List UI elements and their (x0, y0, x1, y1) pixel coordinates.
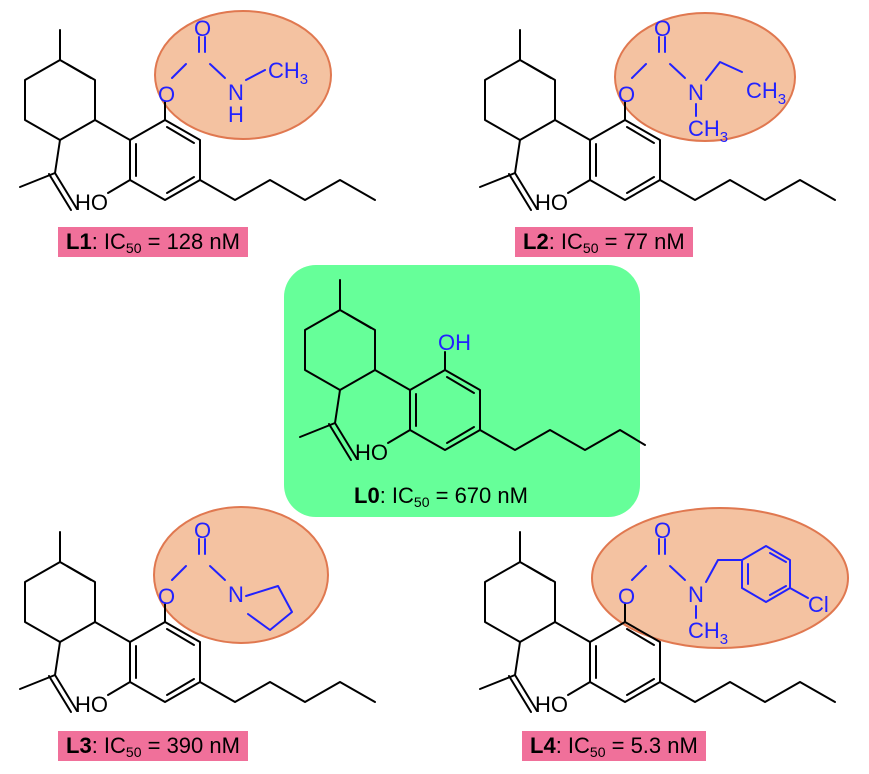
l1-ic-sub: 50 (125, 240, 142, 256)
l4-o-carbonyl: O (654, 518, 671, 543)
l0-oh-atom: OH (438, 330, 471, 355)
l2-ic-value: = 77 nM (598, 229, 685, 254)
l4-ic50-label: L4: IC50 = 5.3 nM (522, 731, 706, 761)
l0-ic-prefix: : IC (379, 483, 414, 508)
center-highlight-box (284, 265, 640, 517)
l1-h-atom: H (228, 102, 244, 127)
l1-o-ester: O (158, 82, 175, 107)
molecule-l4: HO O O N Cl CH3 (479, 518, 836, 717)
l4-o-ester: O (618, 584, 635, 609)
l2-o-carbonyl: O (654, 16, 671, 41)
l3-ho-atom: HO (75, 692, 108, 717)
l1-o-carbonyl: O (194, 16, 211, 41)
l2-ho-atom: HO (535, 190, 568, 215)
l3-ic50-label: L3: IC50 = 390 nM (58, 731, 248, 761)
l1-ho-atom: HO (75, 190, 108, 215)
l4-ic-prefix: : IC (555, 733, 590, 758)
l4-compound-id: L4 (530, 733, 556, 758)
molecule-l2: HO O O N CH3 CH3 (479, 16, 836, 215)
l3-pyrrolidine-ring (245, 585, 293, 631)
l0-ho-atom: HO (355, 440, 388, 465)
l2-n-atom: N (688, 80, 704, 105)
l1-n-atom: N (228, 80, 244, 105)
l1-ic-value: = 128 nM (141, 229, 240, 254)
molecule-l0: HO OH (299, 279, 646, 465)
l1-ic-prefix: : IC (91, 229, 126, 254)
l0-ic-value: = 670 nM (429, 483, 528, 508)
l4-ch3-atom: CH3 (688, 618, 728, 648)
l0-compound-id: L0 (354, 483, 380, 508)
l1-compound-id: L1 (66, 229, 92, 254)
l2-ic50-label: L2: IC50 = 77 nM (515, 227, 693, 257)
l3-ic-value: = 390 nM (141, 733, 240, 758)
l2-ic-sub: 50 (582, 240, 599, 256)
l0-ic-sub: 50 (413, 494, 430, 510)
l1-ch3-atom: CH3 (268, 58, 308, 88)
l3-carbamate-ellipse (153, 506, 329, 644)
l4-ic-value: = 5.3 nM (605, 733, 698, 758)
l1-ic50-label: L1: IC50 = 128 nM (58, 227, 248, 257)
l2-compound-id: L2 (523, 229, 549, 254)
l4-carbamate-ellipse (591, 507, 849, 649)
l2-ic-prefix: : IC (548, 229, 583, 254)
l3-o-ester: O (158, 584, 175, 609)
l4-ic-sub: 50 (589, 744, 606, 760)
l4-n-atom: N (688, 582, 704, 607)
l4-ho-atom: HO (535, 692, 568, 717)
l3-o-carbonyl: O (194, 518, 211, 543)
molecule-l1: HO O O N H CH3 (19, 16, 376, 215)
l2-ch3-ethyl: CH3 (746, 78, 786, 108)
l3-ic-prefix: : IC (91, 733, 126, 758)
l4-cl-atom: Cl (808, 592, 829, 617)
l3-n-atom: N (228, 582, 244, 607)
l2-o-ester: O (618, 82, 635, 107)
molecule-l3: HO O O N (19, 518, 376, 717)
l3-ic-sub: 50 (125, 744, 142, 760)
l0-ic50-label: L0: IC50 = 670 nM (346, 481, 536, 511)
l2-ch3-methyl: CH3 (688, 116, 728, 146)
l3-compound-id: L3 (66, 733, 92, 758)
